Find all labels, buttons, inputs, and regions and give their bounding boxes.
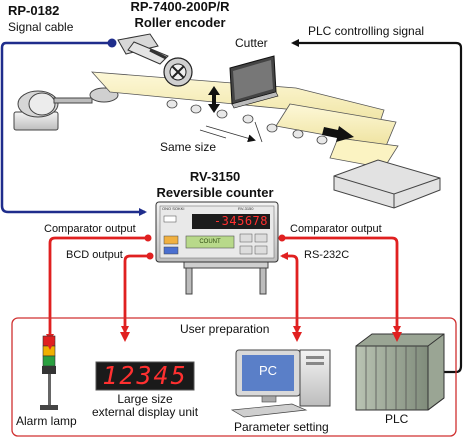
counter-lcd-status: COUNT (199, 239, 221, 245)
counter-model: RV-3150 (189, 169, 241, 184)
user-prep-box (11, 317, 457, 437)
motor-icon (13, 90, 93, 131)
double-arrow-icon (208, 86, 220, 113)
display-digits: 12345 (102, 361, 188, 390)
pc-icon (230, 349, 331, 418)
parameter-setting-label: Parameter setting (234, 420, 329, 434)
cutter-label: Cutter (235, 36, 268, 50)
signal-cable-model: RP-0182 (8, 3, 60, 18)
encoder-model: RP-7400-200P/R (130, 0, 230, 14)
large-display-icon (95, 361, 195, 391)
plc-signal-line (291, 39, 463, 374)
plc-signal-label: PLC controlling signal (308, 24, 425, 38)
bcd-output-label: BCD output (66, 249, 123, 261)
counter-name: Reversible counter (156, 185, 274, 200)
counter-device-icon (155, 201, 279, 295)
output-lines (46, 234, 401, 342)
encoder-name: Roller encoder (134, 15, 226, 30)
signal-cable-line (0, 38, 147, 216)
comparator-output-right: Comparator output (290, 223, 382, 235)
comparator-output-left: Comparator output (44, 223, 136, 235)
alarm-lamp-label: Alarm lamp (16, 414, 77, 428)
cutter-icon (229, 55, 279, 109)
output-box-icon (333, 159, 441, 209)
counter-brand: ONO SOKKI (162, 206, 185, 211)
signal-cable-label: Signal cable (8, 20, 74, 34)
display-line2: external display unit (91, 405, 199, 419)
rs232c-label: RS-232C (304, 249, 350, 261)
same-size-label: Same size (160, 140, 217, 154)
counter-model-tag: RV-3150 (238, 206, 254, 211)
plc-rack-icon (355, 333, 445, 411)
arrow-icon (322, 126, 354, 142)
output-arrowheads (45, 332, 402, 350)
display-line1: Large size (117, 392, 173, 406)
plc-label: PLC (385, 412, 409, 426)
counter-reading: -345678 (213, 214, 268, 228)
pc-screen-label: PC (258, 363, 278, 378)
user-prep-label: User preparation (180, 322, 270, 336)
roller-encoder-icon (117, 33, 193, 87)
